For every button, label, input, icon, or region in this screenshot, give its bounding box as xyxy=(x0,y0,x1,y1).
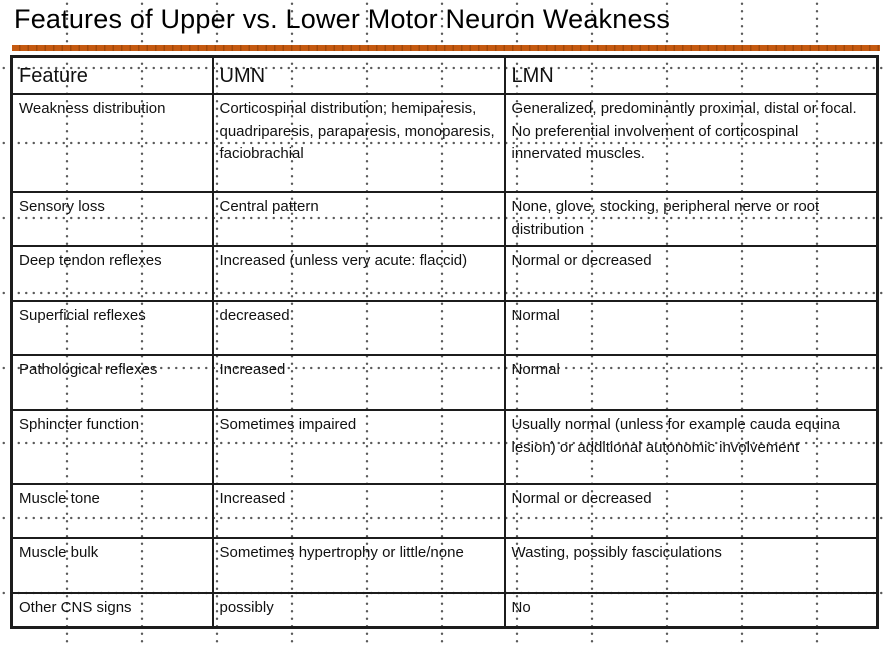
table-row: Deep tendon reflexes Increased (unless v… xyxy=(10,245,879,302)
feature-cell: Sensory loss xyxy=(10,191,214,247)
umn-cell: decreased xyxy=(211,300,506,356)
table-row: Sensory loss Central pattern None, glove… xyxy=(10,191,879,247)
lmn-cell: Usually normal (unless for example cauda… xyxy=(503,409,879,485)
umn-lmn-table: Feature UMN LMN Weakness distribution Co… xyxy=(10,55,879,629)
table-row: Muscle bulk Sometimes hypertrophy or lit… xyxy=(10,537,879,594)
table-row: Pathological reflexes Increased Normal xyxy=(10,354,879,411)
lmn-cell: Normal or decreased xyxy=(503,483,879,539)
table-header-row: Feature UMN LMN xyxy=(10,55,879,95)
lmn-cell: Normal xyxy=(503,354,879,411)
umn-cell: Sometimes impaired xyxy=(211,409,506,485)
feature-cell: Muscle bulk xyxy=(10,537,214,594)
umn-cell: Sometimes hypertrophy or little/none xyxy=(211,537,506,594)
umn-cell: Increased (unless very acute: flaccid) xyxy=(211,245,506,302)
lmn-cell: Normal xyxy=(503,300,879,356)
feature-cell: Sphincter function xyxy=(10,409,214,485)
umn-cell: Increased xyxy=(211,483,506,539)
table-row: Muscle tone Increased Normal or decrease… xyxy=(10,483,879,539)
lmn-cell: Wasting, possibly fasciculations xyxy=(503,537,879,594)
column-header-lmn: LMN xyxy=(503,55,879,95)
umn-cell: Corticospinal distribution; hemiparesis,… xyxy=(211,93,506,193)
table-row: Superficial reflexes decreased Normal xyxy=(10,300,879,356)
umn-cell: Increased xyxy=(211,354,506,411)
feature-cell: Other CNS signs xyxy=(10,592,214,628)
column-header-feature: Feature xyxy=(10,55,214,95)
lmn-cell: Generalized, predominantly proximal, dis… xyxy=(503,93,879,193)
feature-cell: Deep tendon reflexes xyxy=(10,245,214,302)
feature-cell: Weakness distribution xyxy=(10,93,214,193)
feature-cell: Muscle tone xyxy=(10,483,214,539)
lmn-cell: Normal or decreased xyxy=(503,245,879,302)
lmn-cell: None, glove, stocking, peripheral nerve … xyxy=(503,191,879,247)
title-accent-rule xyxy=(12,45,880,51)
feature-cell: Superficial reflexes xyxy=(10,300,214,356)
umn-cell: Central pattern xyxy=(211,191,506,247)
table-row: Weakness distribution Corticospinal dist… xyxy=(10,93,879,193)
page-title: Features of Upper vs. Lower Motor Neuron… xyxy=(14,4,671,34)
lmn-cell: No xyxy=(503,592,879,628)
column-header-umn: UMN xyxy=(211,55,506,95)
table-row: Sphincter function Sometimes impaired Us… xyxy=(10,409,879,485)
umn-cell: possibly xyxy=(211,592,506,628)
table-row: Other CNS signs possibly No xyxy=(10,592,879,628)
feature-cell: Pathological reflexes xyxy=(10,354,214,411)
